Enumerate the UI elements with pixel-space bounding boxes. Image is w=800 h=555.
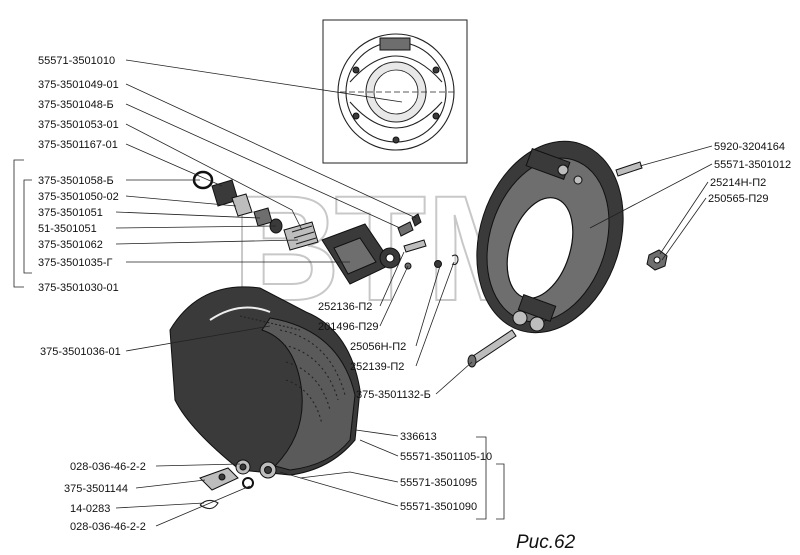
brake-backing-plate [476, 140, 624, 334]
label-55571-3501010: 55571-3501010 [38, 55, 115, 67]
labels-left: 55571-3501010 375-3501049-01 375-3501048… [38, 55, 146, 533]
label-375-3501062: 375-3501062 [38, 239, 103, 251]
left-group-bracket [13, 159, 32, 288]
label-250565-p29: 250565-П29 [708, 193, 769, 205]
bottom-group-bracket [476, 436, 505, 520]
label-375-3501167-01: 375-3501167-01 [38, 139, 118, 151]
label-028-036-46-2-2-bottom: 028-036-46-2-2 [70, 521, 146, 533]
label-252139-p2: 252139-П2 [350, 361, 404, 373]
label-375-3501035-g: 375-3501035-Г [38, 257, 113, 269]
label-375-3501132-b: 375-3501132-Б [356, 389, 431, 401]
leader-lines [115, 59, 713, 527]
label-336613: 336613 [400, 431, 437, 443]
label-375-3501051: 375-3501051 [38, 207, 103, 219]
labels-right: 5920-3204164 55571-3501012 25214Н-П2 250… [708, 141, 791, 205]
label-25056n-p2: 25056Н-П2 [350, 341, 406, 353]
label-201496-p29: 201496-П29 [318, 321, 379, 333]
label-375-3501036-01: 375-3501036-01 [40, 346, 121, 358]
label-14-0283: 14-0283 [70, 503, 110, 515]
label-55571-3501105-10: 55571-3501105-10 [400, 451, 492, 463]
figure-caption: Рис.62 [516, 532, 576, 553]
label-55571-3501090: 55571-3501090 [400, 501, 477, 513]
label-55571-3501012: 55571-3501012 [714, 159, 791, 171]
label-375-3501053-01: 375-3501053-01 [38, 119, 119, 131]
label-25214n-p2: 25214Н-П2 [710, 177, 766, 189]
brake-shoe-with-lining [169, 286, 361, 479]
lock-plate-and-cotter [199, 467, 254, 510]
label-375-3501050-02: 375-3501050-02 [38, 191, 119, 203]
label-55571-3501095: 55571-3501095 [400, 477, 477, 489]
anchor-pin [467, 329, 517, 368]
wheel-cylinder-assembly [192, 170, 459, 285]
label-375-3501048-b: 375-3501048-Б [38, 99, 114, 111]
labels-center: 252136-П2 201496-П29 25056Н-П2 252139-П2… [318, 301, 431, 401]
label-375-3501030-01: 375-3501030-01 [38, 282, 119, 294]
label-252136-p2: 252136-П2 [318, 301, 372, 313]
label-028-036-46-2-2-top: 028-036-46-2-2 [70, 461, 146, 473]
inset-assembly-view [322, 19, 468, 164]
label-51-3501051: 51-3501051 [38, 223, 97, 235]
label-375-3501049-01: 375-3501049-01 [38, 79, 119, 91]
label-5920-3204164: 5920-3204164 [714, 141, 785, 153]
labels-bottom: 336613 55571-3501105-10 55571-3501095 55… [400, 431, 492, 513]
label-375-3501058-b: 375-3501058-Б [38, 175, 114, 187]
bolt-and-nut [615, 161, 668, 271]
label-375-3501144: 375-3501144 [64, 483, 128, 495]
